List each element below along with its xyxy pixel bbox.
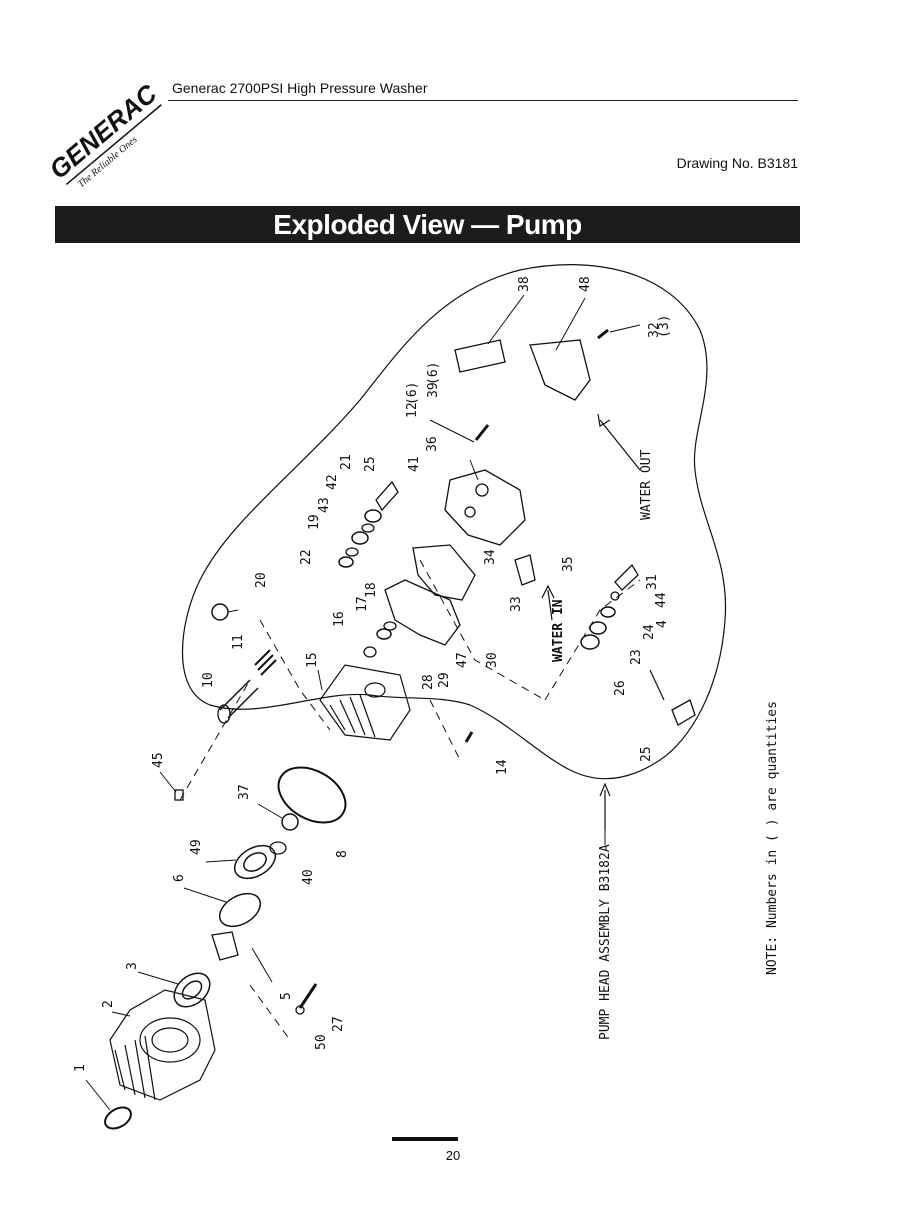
callout-29: 12 <box>405 402 420 418</box>
header-rule <box>168 100 798 101</box>
callout-3: 3 <box>125 962 140 970</box>
callout-36: (3) <box>657 315 672 338</box>
callout-49: 26 <box>613 680 628 696</box>
callout-6: 49 <box>189 839 204 855</box>
document-title: Generac 2700PSI High Pressure Washer <box>172 80 428 96</box>
part-35-inlet <box>514 554 536 586</box>
callout-31: 39 <box>426 382 441 398</box>
callout-46: 4 <box>655 620 670 628</box>
callout-34: 48 <box>578 276 593 292</box>
callout-21: 22 <box>299 549 314 565</box>
part-3-bearing <box>173 972 211 1008</box>
part-50-washer <box>295 1005 305 1015</box>
part-11-spring <box>254 649 277 676</box>
callout-44: 31 <box>645 574 660 590</box>
callout-28: 36 <box>425 436 440 452</box>
callout-11: 27 <box>331 1016 346 1032</box>
callout-23: 43 <box>317 497 332 513</box>
pump-housing <box>109 989 216 1101</box>
pump-head-assembly-outline <box>182 264 727 780</box>
callout-8: 37 <box>237 784 252 800</box>
part-8-seal <box>277 766 347 824</box>
callout-30: (6) <box>405 382 420 405</box>
callout-39: 33 <box>509 596 524 612</box>
callout-5: 6 <box>172 874 187 882</box>
callout-1: 1 <box>73 1064 88 1072</box>
callout-4: 5 <box>279 992 294 1000</box>
callout-47: 24 <box>642 624 657 640</box>
water-out-label: WATER OUT <box>639 449 654 520</box>
callout-32: (6) <box>426 362 441 385</box>
callout-40: 29 <box>437 672 452 688</box>
callout-35: 32 <box>647 322 662 338</box>
callout-37: 34 <box>483 549 498 565</box>
callout-20: 18 <box>364 582 379 598</box>
footer-rule <box>392 1137 458 1141</box>
callout-10: 8 <box>335 850 350 858</box>
callout-19: 17 <box>355 596 370 612</box>
callout-45: 44 <box>654 592 669 608</box>
part-49-bearing <box>233 844 277 880</box>
callout-7: 45 <box>151 752 166 768</box>
callout-17: 14 <box>495 759 510 775</box>
part-1-oring <box>104 1106 132 1130</box>
callout-16: 15 <box>305 652 320 668</box>
part-27-bolt <box>298 983 318 1009</box>
exploded-view-diagram: 1235649453740827501011201514161718221943… <box>73 264 780 1130</box>
page-number: 20 <box>445 1148 461 1163</box>
callout-24: 42 <box>325 474 340 490</box>
part-6-plate <box>218 892 262 928</box>
callout-12: 50 <box>314 1034 329 1050</box>
part-15-manifold <box>319 664 411 741</box>
callout-2: 2 <box>101 1000 116 1008</box>
callout-27: 41 <box>407 456 422 472</box>
part-37-nut <box>281 813 299 831</box>
callout-50: 25 <box>639 746 654 762</box>
callout-42: 47 <box>455 652 470 668</box>
callout-43: 30 <box>485 652 500 668</box>
callout-22: 19 <box>307 514 322 530</box>
part-30-head <box>384 579 461 646</box>
generac-logo: GENERAC The Reliable Ones <box>43 78 163 191</box>
part-36-valve-body <box>444 469 526 546</box>
callout-38: 35 <box>561 556 576 572</box>
callout-9: 40 <box>301 869 316 885</box>
part-5-shaft <box>211 931 239 961</box>
quantities-note: NOTE: Numbers in ( ) are quantities <box>765 701 780 975</box>
part-20-plug <box>211 603 229 621</box>
drawing-number: Drawing No. B3181 <box>676 155 798 171</box>
callout-33: 38 <box>517 276 532 292</box>
callout-18: 16 <box>332 611 347 627</box>
part-14-bolt <box>464 731 474 743</box>
part-33-gasket <box>412 544 476 601</box>
water-in-label: WATER IN <box>551 599 566 662</box>
callout-14: 11 <box>231 634 246 650</box>
callout-13: 10 <box>201 672 216 688</box>
section-title: Exploded View — Pump <box>55 206 800 243</box>
callout-25: 21 <box>339 454 354 470</box>
part-38-cap <box>454 339 506 373</box>
callout-48: 23 <box>629 649 644 665</box>
part-48-unloader <box>529 339 591 401</box>
part-40-washer <box>269 841 287 855</box>
callout-41: 28 <box>421 674 436 690</box>
callout-15: 20 <box>254 572 269 588</box>
pump-head-assembly-label: PUMP HEAD ASSEMBLY B3182A <box>598 844 613 1040</box>
callout-26: 25 <box>363 456 378 472</box>
